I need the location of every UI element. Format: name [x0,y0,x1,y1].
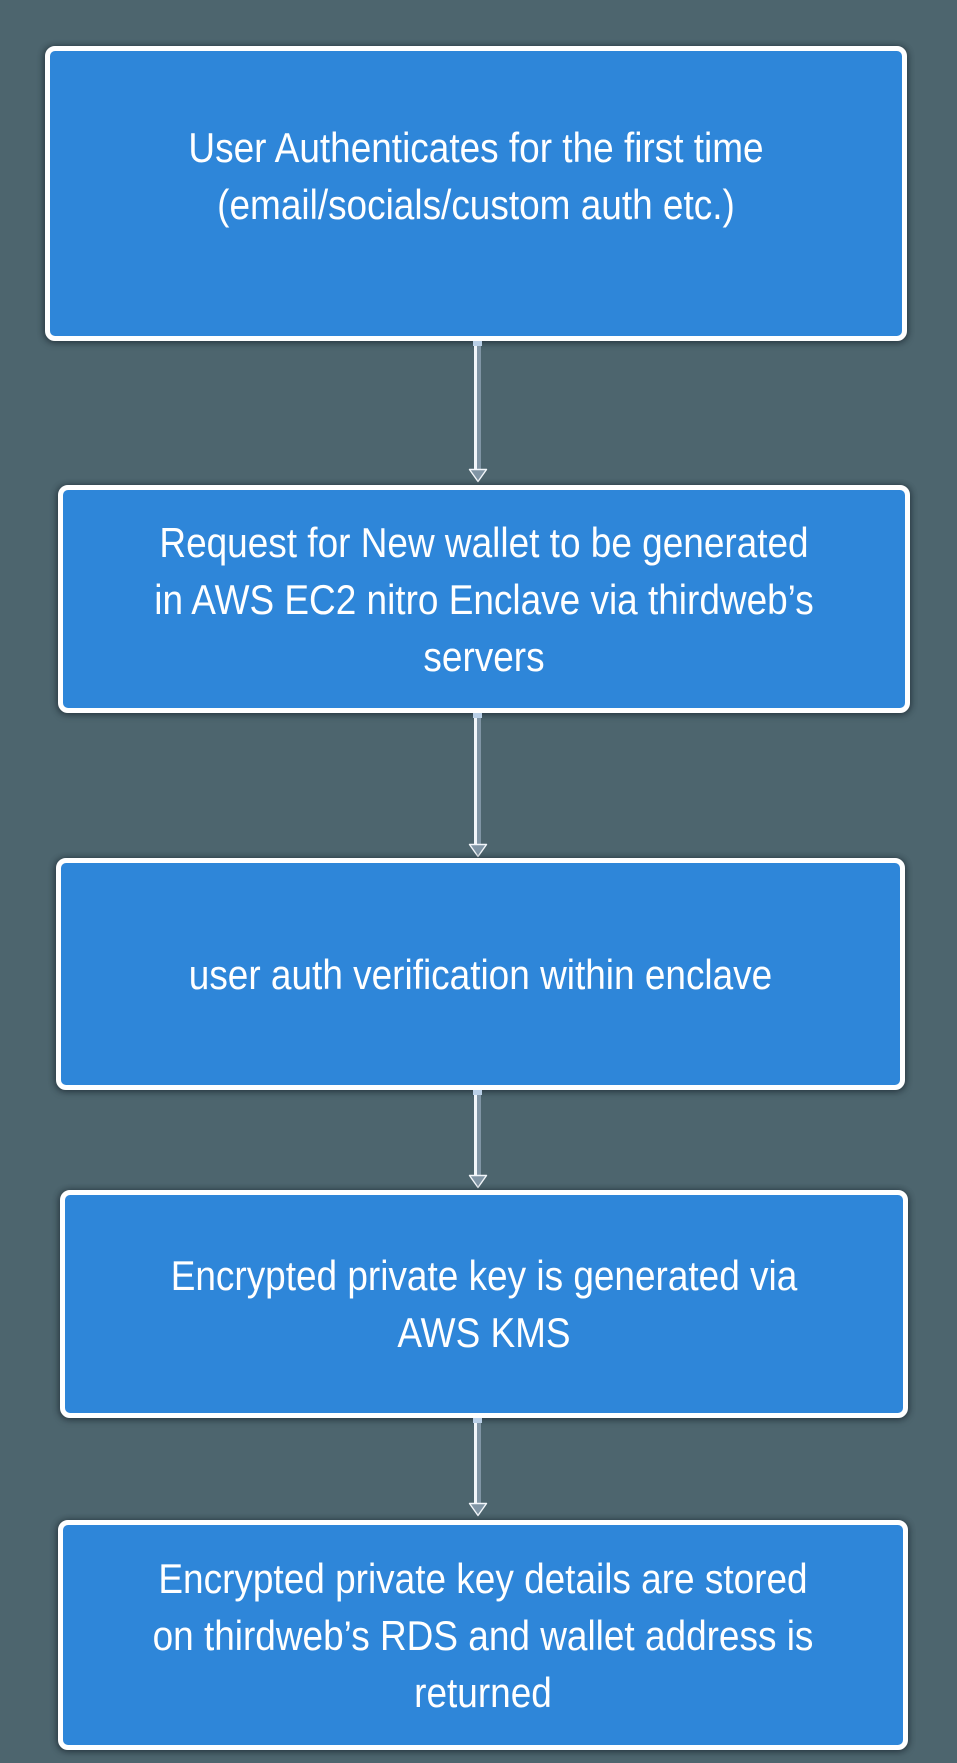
step-3-line-1: user auth verification within enclave [188,950,773,998]
connector-2-line [474,713,481,844]
flow-step-2-text: Request for New wallet to be generated i… [114,514,855,685]
connector-3 [468,1090,488,1189]
connector-1-line [474,341,481,469]
arrow-down-icon [468,1174,488,1189]
step-1-line-1: User Authenticates for the first time [188,123,764,171]
step-2-line-2: in AWS EC2 nitro Enclave via thirdweb’s [154,575,814,623]
arrow-down-icon [468,843,488,858]
arrow-down-icon [468,468,488,483]
connector-4 [468,1418,488,1517]
connector-2 [468,713,488,858]
flow-step-1: User Authenticates for the first time (e… [45,46,907,341]
flow-step-1-text: User Authenticates for the first time (e… [101,119,851,269]
step-5-line-1: Encrypted private key details are stored [158,1554,808,1602]
connector-2-cap [473,713,482,718]
flow-step-5-text: Encrypted private key details are stored… [113,1550,852,1721]
connector-3-line [474,1090,481,1175]
flow-step-3-text: user auth verification within enclave [111,946,849,1003]
connector-4-cap [473,1418,482,1423]
flow-step-5: Encrypted private key details are stored… [58,1520,908,1750]
connector-4-line [474,1418,481,1503]
step-5-line-2: on thirdweb’s RDS and wallet address is [152,1611,814,1659]
step-2-line-1: Request for New wallet to be generated [159,518,809,566]
step-4-line-1: Encrypted private key is generated via [170,1252,798,1299]
step-2-line-3: servers [423,632,545,680]
flow-step-4: Encrypted private key is generated via A… [60,1190,908,1418]
step-1-line-2: (email/socials/custom auth etc.) [217,180,735,228]
flow-step-2: Request for New wallet to be generated i… [58,485,910,713]
flow-step-4-text: Encrypted private key is generated via A… [115,1247,852,1361]
connector-1-cap [473,341,482,346]
step-4-line-2: AWS KMS [397,1309,571,1356]
step-5-line-3: returned [414,1668,552,1716]
arrow-down-icon [468,1502,488,1517]
flow-step-3: user auth verification within enclave [56,858,905,1090]
connector-3-cap [473,1090,482,1095]
connector-1 [468,341,488,483]
